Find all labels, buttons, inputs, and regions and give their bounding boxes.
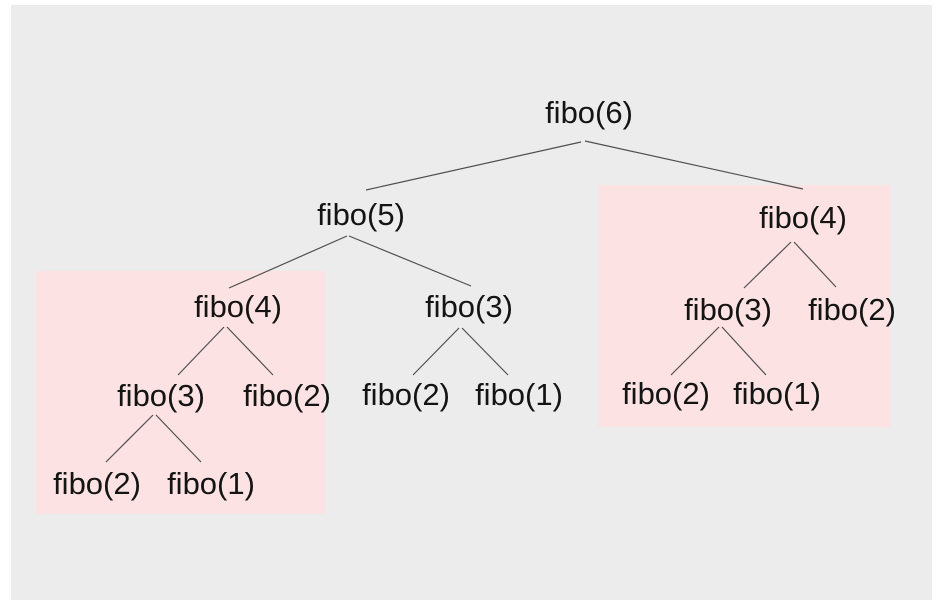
tree-node-fibo4-left: fibo(4) xyxy=(194,289,282,324)
slide-canvas: fibo(6) fibo(5) fibo(4) fibo(4) fibo(3) … xyxy=(11,5,932,600)
tree-node-fibo2-right-upper: fibo(2) xyxy=(808,292,896,327)
tree-node-fibo2-right-bottom: fibo(2) xyxy=(622,376,710,411)
tree-node-fibo6: fibo(6) xyxy=(545,95,633,130)
edge-fibo5-fibo3-mid xyxy=(348,235,472,287)
tree-node-fibo3-left: fibo(3) xyxy=(117,378,205,413)
tree-node-fibo4-right: fibo(4) xyxy=(759,200,847,235)
edge-fibo6-fibo5 xyxy=(365,141,582,191)
tree-node-fibo2-left-bottom: fibo(2) xyxy=(53,466,141,501)
tree-node-fibo2-mid: fibo(2) xyxy=(362,377,450,412)
tree-node-fibo3-mid: fibo(3) xyxy=(425,289,513,324)
tree-node-fibo1-left-bottom: fibo(1) xyxy=(167,466,255,501)
edge-fibo6-fibo4-right xyxy=(584,140,804,190)
highlight-box-left-fibo4-subtree xyxy=(36,271,325,514)
edge-fibo3m-fibo1 xyxy=(461,327,509,376)
highlight-box-right-fibo4-subtree xyxy=(598,185,890,427)
tree-node-fibo1-right-bottom: fibo(1) xyxy=(733,376,821,411)
tree-node-fibo3-right: fibo(3) xyxy=(684,292,772,327)
tree-node-fibo2-left-upper: fibo(2) xyxy=(243,378,331,413)
tree-node-fibo5: fibo(5) xyxy=(317,197,405,232)
tree-node-fibo1-mid: fibo(1) xyxy=(475,377,563,412)
edge-fibo3m-fibo2 xyxy=(412,327,460,376)
